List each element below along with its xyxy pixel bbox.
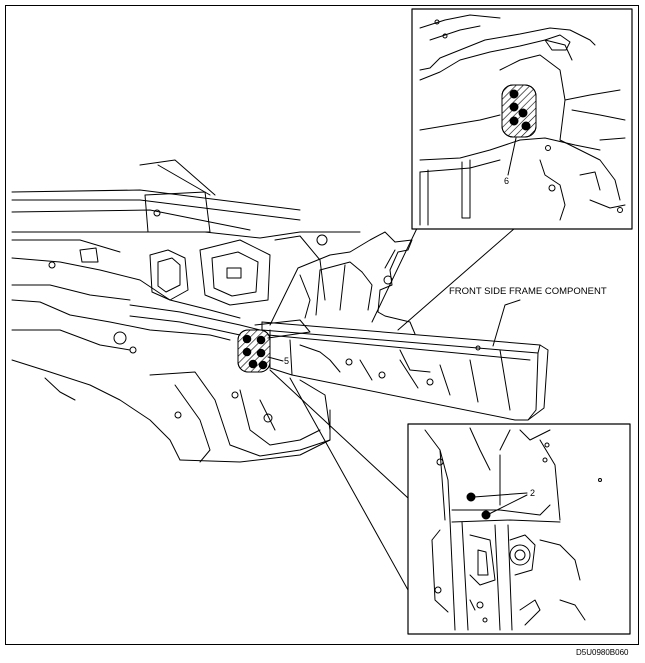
weld-point <box>509 116 519 126</box>
callout-6-label: 6 <box>504 176 510 186</box>
zoom-lines <box>269 221 516 591</box>
front-side-frame-component <box>237 231 549 421</box>
weld-point <box>509 89 519 99</box>
vehicle-body <box>11 159 361 463</box>
leader-line-5 <box>267 356 284 362</box>
component-label: FRONT SIDE FRAME COMPONENT <box>449 286 607 297</box>
weld-point <box>242 334 252 344</box>
weld-point-2b <box>481 510 491 520</box>
leader-line-component <box>492 299 521 347</box>
callout-5-label: 5 <box>284 356 290 366</box>
upper-inset <box>411 8 633 230</box>
weld-point <box>242 347 252 357</box>
leader-line-2a <box>473 492 528 498</box>
leader-line-6 <box>507 137 517 176</box>
weld-point <box>248 359 258 369</box>
weld-point <box>256 335 266 345</box>
weld-point <box>258 360 268 370</box>
leader-line-2b <box>488 494 528 515</box>
weld-point <box>509 102 519 112</box>
weld-point <box>518 108 528 118</box>
lower-inset <box>407 423 631 635</box>
weld-point <box>521 121 531 131</box>
callout-2-label: 2 <box>530 488 536 498</box>
drawing-frame <box>5 5 639 645</box>
figure-code: D5U0980B060 <box>576 648 629 657</box>
weld-point <box>256 348 266 358</box>
